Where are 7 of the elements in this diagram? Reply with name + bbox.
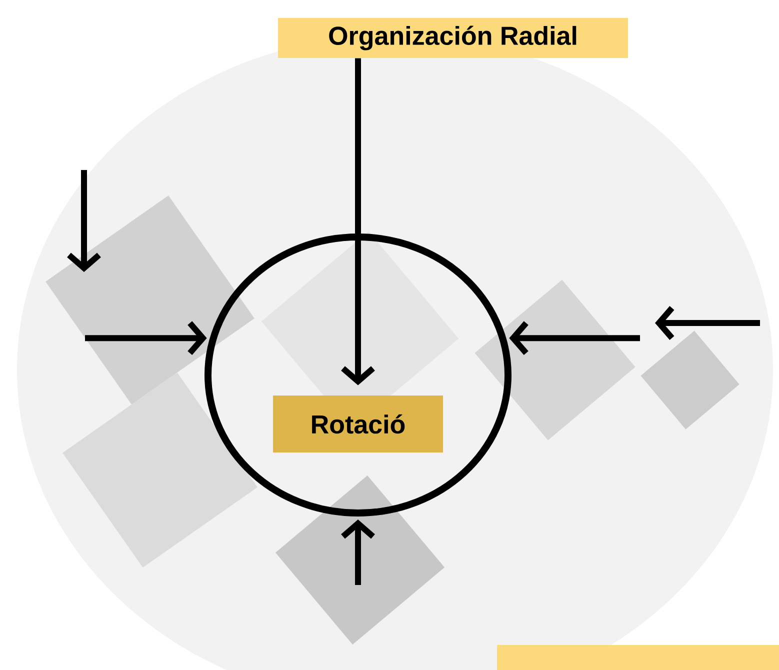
circle-outline — [204, 234, 512, 516]
arrow — [509, 321, 640, 356]
arrow — [85, 321, 207, 356]
arrow — [341, 58, 375, 386]
cut-off-box — [497, 645, 779, 670]
label-box: Rotació — [273, 396, 443, 452]
label-box: Organización Radial — [278, 18, 628, 58]
